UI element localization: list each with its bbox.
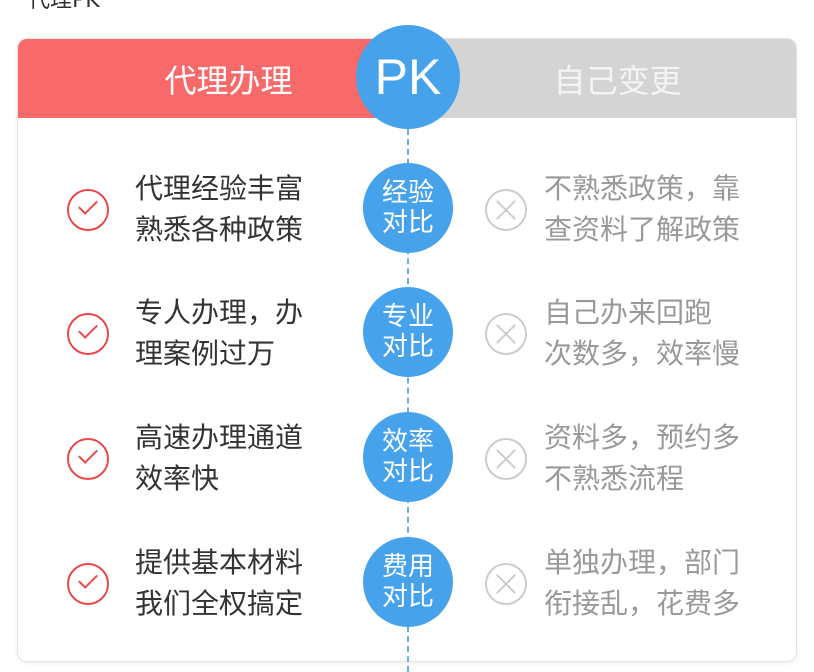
agent-line: 我们全权搞定	[135, 587, 304, 620]
comparison-row: 专人办理，办理案例过万 专业对比 自己办来回跑次数多，效率慢	[0, 284, 814, 384]
agent-advantage: 高速办理通道效率快	[135, 417, 335, 499]
self-line: 单独办理，部门	[544, 546, 741, 579]
self-line: 次数多，效率慢	[544, 337, 741, 370]
agent-advantage: 代理经验丰富熟悉各种政策	[135, 168, 335, 250]
self-line: 衔接乱，花费多	[544, 587, 741, 620]
agent-line: 理案例过万	[135, 337, 276, 370]
header-agent: 代理办理	[18, 39, 409, 118]
header-agent-label: 代理办理	[164, 61, 293, 100]
compare-badge: 效率对比	[363, 412, 453, 502]
self-line: 不熟悉政策，靠	[544, 172, 741, 205]
check-icon	[67, 563, 109, 605]
check-icon	[67, 189, 109, 231]
compare-badge: 费用对比	[363, 537, 453, 627]
self-disadvantage: 单独办理，部门衔接乱，花费多	[544, 542, 774, 624]
agent-advantage: 提供基本材料我们全权搞定	[135, 542, 335, 624]
check-icon	[67, 313, 109, 355]
comparison-row: 提供基本材料我们全权搞定 费用对比 单独办理，部门衔接乱，花费多	[0, 534, 814, 634]
comparison-row: 代理经验丰富熟悉各种政策 经验对比 不熟悉政策，靠查资料了解政策	[0, 160, 814, 260]
badge-line: 效率	[381, 427, 434, 457]
badge-line: 经验	[381, 178, 434, 208]
cross-icon	[485, 438, 527, 480]
agent-line: 高速办理通道	[135, 421, 304, 454]
badge-line: 费用	[381, 552, 434, 582]
divider-line	[407, 129, 409, 672]
self-line: 自己办来回跑	[544, 296, 713, 329]
page-title: 代理PK	[28, 0, 100, 13]
self-disadvantage: 自己办来回跑次数多，效率慢	[544, 292, 774, 374]
header-self: 自己变更	[409, 39, 796, 118]
agent-line: 专人办理，办	[135, 296, 304, 329]
badge-line: 对比	[381, 208, 434, 238]
agent-line: 熟悉各种政策	[135, 213, 304, 246]
agent-line: 代理经验丰富	[135, 172, 304, 205]
header-self-label: 自己变更	[553, 61, 682, 100]
self-line: 资料多，预约多	[544, 421, 741, 454]
pk-badge: PK	[356, 25, 460, 129]
check-icon	[67, 438, 109, 480]
self-line: 不熟悉流程	[544, 462, 685, 495]
compare-badge: 经验对比	[363, 163, 453, 253]
agent-line: 效率快	[135, 462, 220, 495]
self-disadvantage: 不熟悉政策，靠查资料了解政策	[544, 168, 774, 250]
comparison-row: 高速办理通道效率快 效率对比 资料多，预约多不熟悉流程	[0, 409, 814, 509]
badge-line: 对比	[381, 332, 434, 362]
badge-line: 专业	[381, 302, 434, 332]
cross-icon	[485, 563, 527, 605]
cross-icon	[485, 189, 527, 231]
compare-badge: 专业对比	[363, 287, 453, 377]
badge-line: 对比	[381, 582, 434, 612]
badge-line: 对比	[381, 457, 434, 487]
self-line: 查资料了解政策	[544, 213, 741, 246]
agent-advantage: 专人办理，办理案例过万	[135, 292, 335, 374]
self-disadvantage: 资料多，预约多不熟悉流程	[544, 417, 774, 499]
cross-icon	[485, 313, 527, 355]
agent-line: 提供基本材料	[135, 546, 304, 579]
